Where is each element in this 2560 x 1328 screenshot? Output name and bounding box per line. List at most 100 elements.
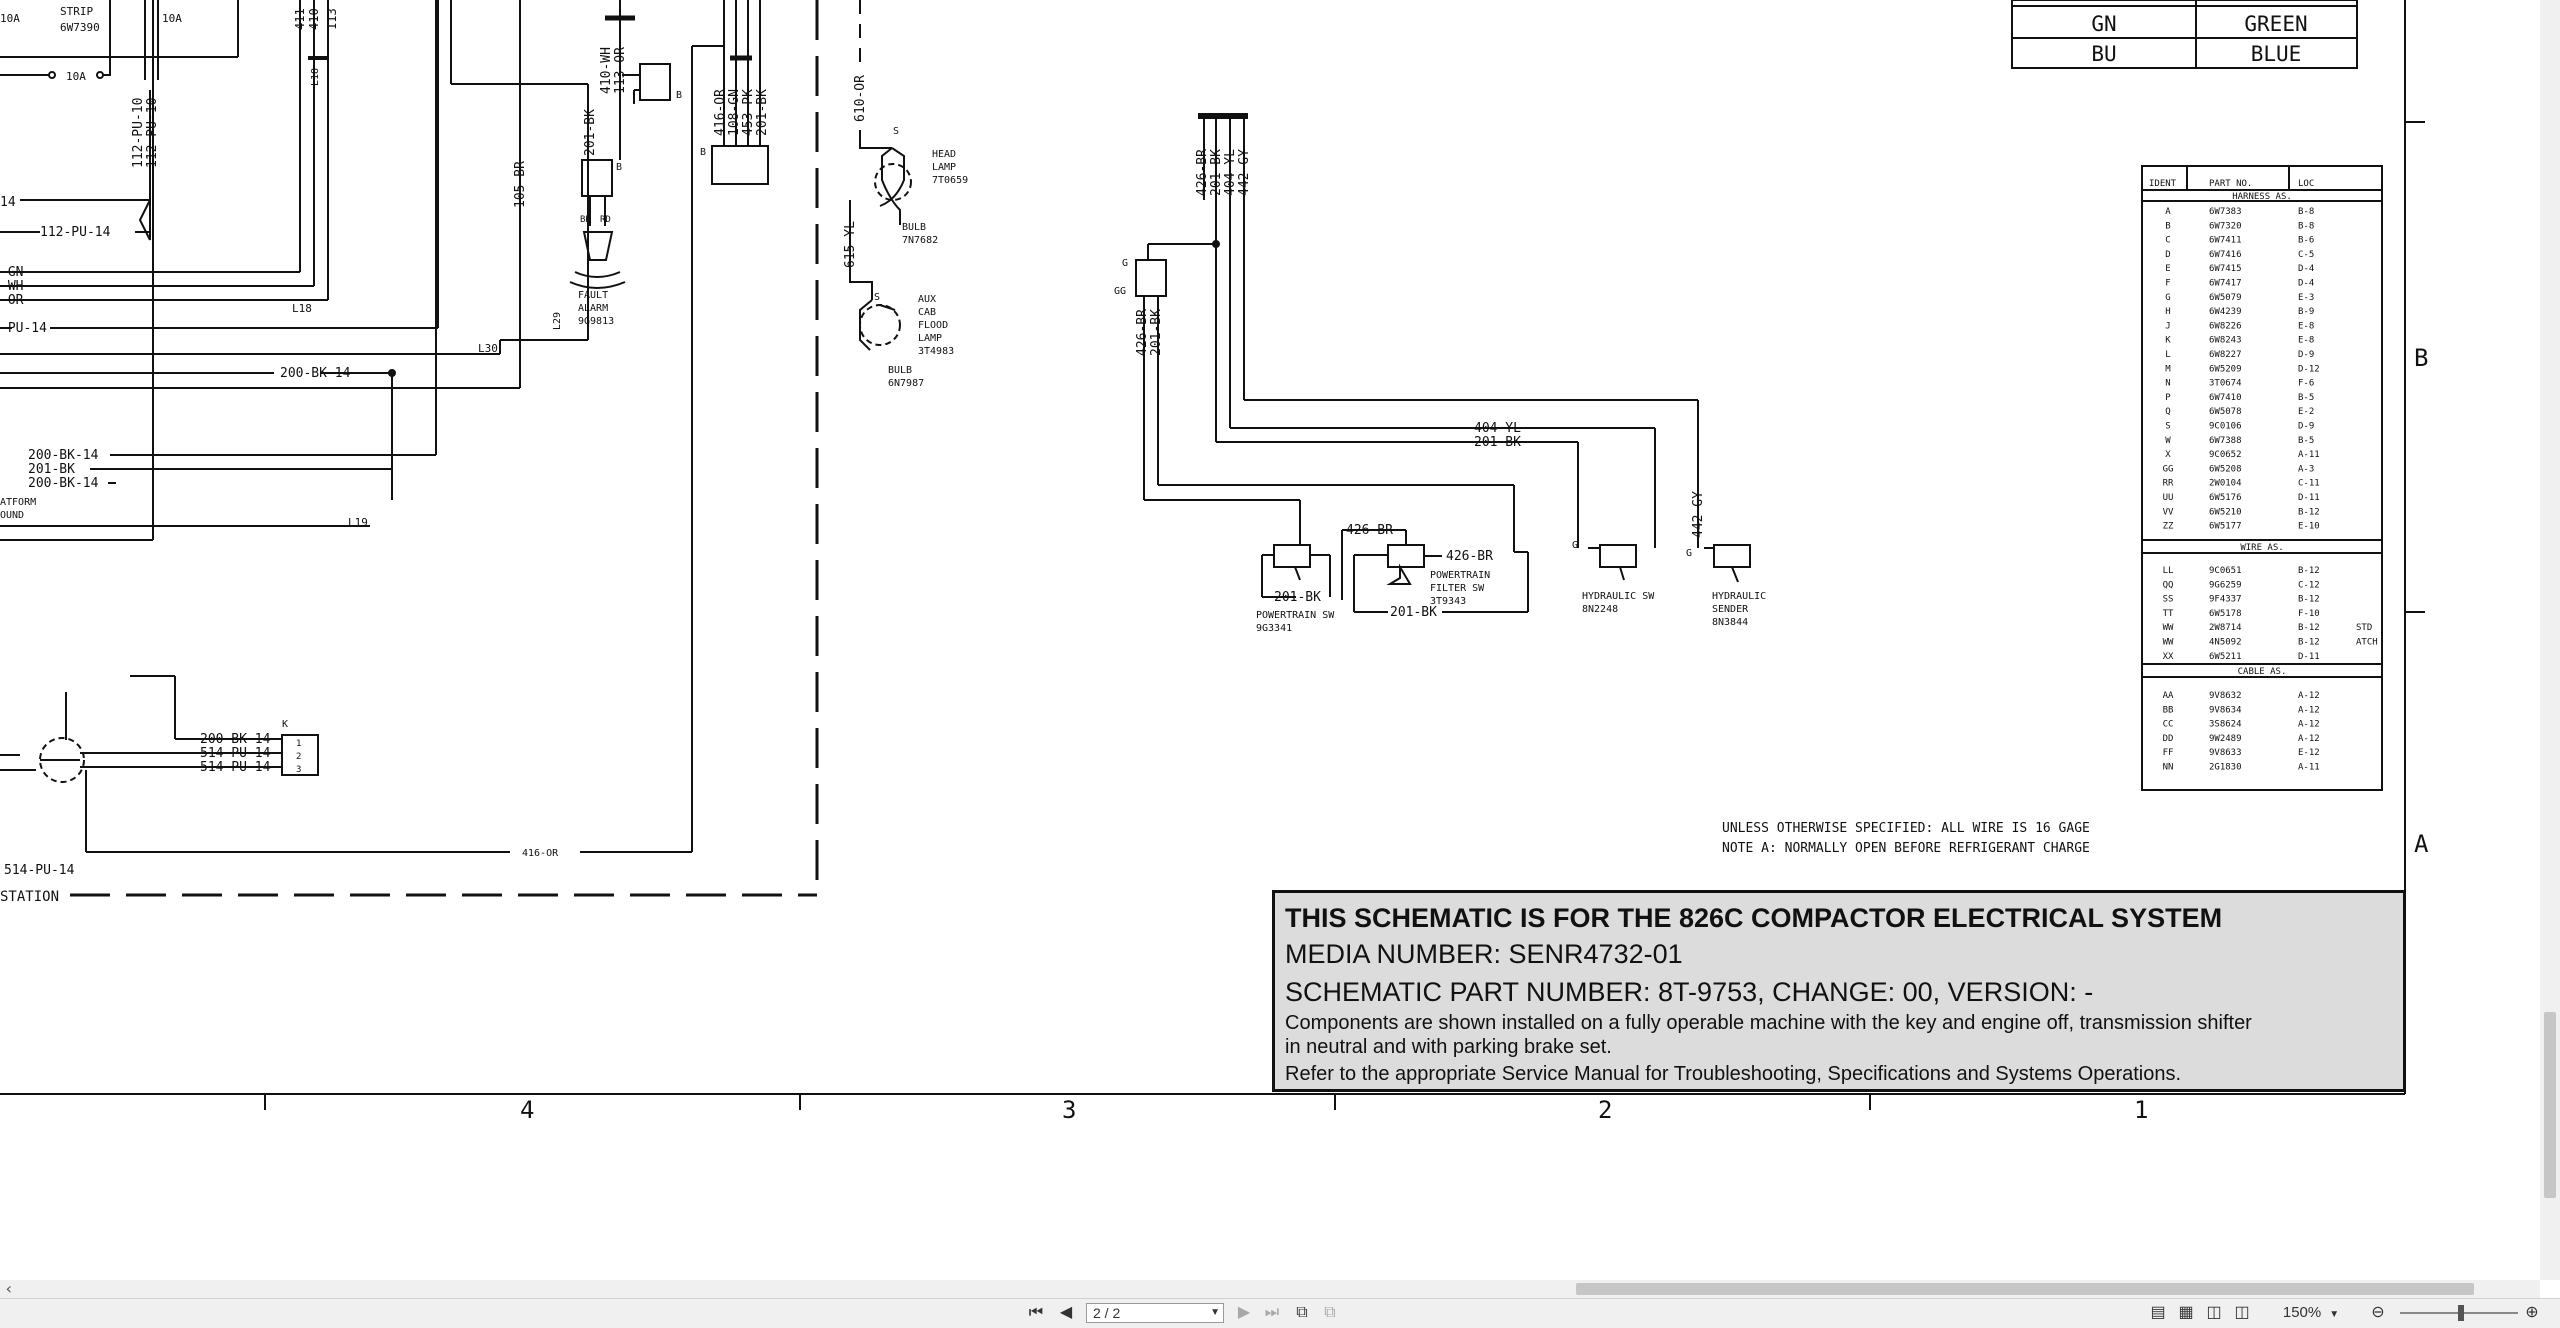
vertical-scroll-thumb[interactable]	[2544, 1012, 2556, 1198]
powertrain-sw-part: 9G3341	[1256, 623, 1292, 634]
ident-cell: A	[2165, 207, 2171, 217]
wire-label: 615-YL	[843, 221, 858, 268]
first-page-icon[interactable]: ⏮	[1028, 1304, 1044, 1321]
ident-cell: E-8	[2298, 321, 2314, 331]
ident-cell: 6W5211	[2209, 652, 2242, 662]
hydraulic-sw-part: 8N2248	[1582, 604, 1618, 615]
ident-cell: FF	[2163, 748, 2174, 758]
next-page-icon[interactable]: ▶	[1237, 1304, 1251, 1321]
ident-cell: TT	[2163, 609, 2174, 619]
zoom-out-icon[interactable]: ⊖	[2371, 1304, 2385, 1321]
note-wire-gage: UNLESS OTHERWISE SPECIFIED: ALL WIRE IS …	[1722, 821, 2090, 836]
ident-cell: 9V8634	[2209, 705, 2242, 715]
powertrain-filter-label: FILTER SW	[1430, 583, 1485, 594]
fuse-10a-label: 10A	[162, 12, 182, 25]
ident-cell: RR	[2163, 479, 2174, 489]
ident-cell: WW	[2163, 638, 2174, 648]
wire-label: 416-OR	[713, 89, 728, 136]
connector-label: B	[676, 90, 682, 101]
continuous-icon[interactable]: ▦	[2178, 1304, 2194, 1321]
prev-page-icon[interactable]: ◀	[1059, 1304, 1073, 1321]
ident-cell: D-9	[2298, 422, 2314, 432]
hydraulic-sender-label: HYDRAULIC	[1712, 591, 1766, 602]
zoom-in-icon[interactable]: ⊕	[2525, 1304, 2539, 1321]
fit-width-icon[interactable]: ⧉	[1324, 1304, 1336, 1321]
pin-label: S	[874, 292, 880, 303]
ident-cell: C	[2165, 236, 2170, 246]
wire-label: 404-YL	[1474, 421, 1521, 436]
ident-cell: G	[2165, 293, 2170, 303]
strip-part-label: 6W7390	[60, 21, 100, 34]
bulb-label: BULB	[888, 365, 912, 376]
bulb-part: 6N7987	[888, 378, 924, 389]
platform-label: ATFORM	[0, 497, 36, 508]
pin-label: G	[1122, 258, 1128, 269]
bulb-part: 7N7682	[902, 235, 938, 246]
wire-label: 113	[325, 8, 339, 30]
ident-cell: 9V8632	[2209, 691, 2242, 701]
two-page-continuous-icon[interactable]: ◫	[2234, 1304, 2250, 1321]
zone-label-1: 1	[2134, 1096, 2148, 1124]
ident-cell: 6W5208	[2209, 464, 2242, 474]
platform-label: OUND	[0, 510, 24, 521]
wire-label: -GN	[0, 265, 23, 280]
ident-cell: WW	[2163, 623, 2174, 633]
ident-cell: 6W7383	[2209, 207, 2242, 217]
ident-cell: C-11	[2298, 479, 2320, 489]
ident-cell: 9F4337	[2209, 595, 2242, 605]
ident-cell: 6W7411	[2209, 236, 2242, 246]
vertical-scrollbar[interactable]	[2540, 0, 2560, 1280]
ident-cell: E-8	[2298, 336, 2314, 346]
wire-label: 201-BK	[1149, 309, 1164, 356]
scroll-left-icon[interactable]: ‹	[4, 1279, 14, 1298]
wire-label: 514-PU-14	[200, 746, 271, 761]
ident-cell: AA	[2163, 691, 2174, 701]
ident-cell: A-3	[2298, 464, 2314, 474]
wire-label: 200-BK-14	[280, 366, 351, 381]
head-lamp-label: LAMP	[932, 162, 956, 173]
ident-cell: XX	[2163, 652, 2174, 662]
fault-alarm-part: 9G9813	[578, 316, 614, 327]
pin-label: 1	[296, 739, 301, 749]
powertrain-filter-label: POWERTRAIN	[1430, 570, 1490, 581]
ident-cell: 9C0106	[2209, 422, 2242, 432]
connector-label: B	[616, 162, 622, 173]
ident-cell: 6W8243	[2209, 336, 2242, 346]
wire-color-label: BK	[580, 215, 591, 225]
ident-cell: B-12	[2298, 638, 2320, 648]
wire-label: L18	[292, 302, 312, 315]
ident-cell: 6W7417	[2209, 279, 2242, 289]
ident-cell: DD	[2163, 734, 2174, 744]
horizontal-scrollbar[interactable]: ‹	[0, 1280, 2540, 1298]
aux-lamp-label: LAMP	[918, 333, 942, 344]
ident-cell: NN	[2163, 763, 2174, 773]
horizontal-scroll-thumb[interactable]	[1576, 1283, 2474, 1295]
zoom-slider-handle[interactable]	[2458, 1305, 2464, 1321]
zone-label-3: 3	[1062, 1096, 1076, 1124]
ident-cell: 9W2489	[2209, 734, 2242, 744]
wire-label: 105-BR	[513, 161, 528, 208]
ident-cell: 3T0674	[2209, 379, 2242, 389]
two-page-icon[interactable]: ◫	[2206, 1304, 2222, 1321]
wire-label: 113-OR	[613, 47, 628, 94]
ident-cell: B-12	[2298, 623, 2320, 633]
fit-page-icon[interactable]: ⧉	[1296, 1304, 1308, 1321]
single-page-icon[interactable]: ▤	[2150, 1304, 2166, 1321]
ident-cell: 6W7410	[2209, 393, 2242, 403]
ident-cell: B-8	[2298, 207, 2314, 217]
ident-cell: J	[2165, 321, 2170, 331]
zoom-slider[interactable]	[2400, 1305, 2518, 1321]
ident-cell: D-12	[2298, 364, 2320, 374]
chevron-down-icon[interactable]: ▼	[1210, 1307, 1220, 1318]
ident-cell: 9V8633	[2209, 748, 2242, 758]
page-number-field[interactable]: 2 / 2 ▼	[1086, 1303, 1224, 1323]
chevron-down-icon[interactable]: ▼	[2329, 1309, 2340, 1320]
ident-cell: M	[2165, 364, 2171, 374]
ident-cell: C-5	[2298, 250, 2314, 260]
ident-cell: GG	[2163, 464, 2174, 474]
zoom-level-select[interactable]: 150%▼	[2276, 1303, 2346, 1323]
hydraulic-sender-label: SENDER	[1712, 604, 1749, 615]
last-page-icon[interactable]: ⏭	[1264, 1304, 1280, 1321]
wire-label: L30	[478, 342, 498, 355]
ident-cell: B-12	[2298, 566, 2320, 576]
